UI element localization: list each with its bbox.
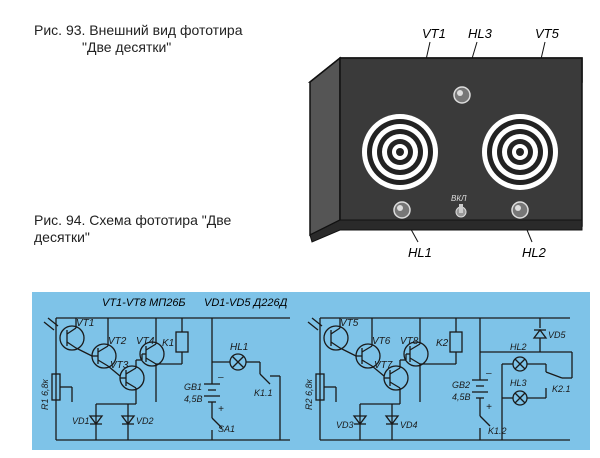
figure-94-caption: Рис. 94. Схема фототира "Две десятки": [34, 212, 294, 246]
schematic-header-diodes: VD1-VD5 Д226Д: [204, 297, 288, 309]
figure-93-caption-line2: "Две десятки": [82, 39, 172, 55]
lbl-plus-1: +: [218, 404, 224, 415]
schematic-header-transistors: VT1-VT8 МП26Б: [102, 297, 186, 309]
lbl-gb1: GB1: [184, 382, 202, 392]
lbl-vd4: VD4: [400, 420, 418, 430]
lbl-k2: K2: [436, 338, 449, 349]
lbl-r2: R2 6,8к: [304, 378, 314, 410]
lbl-vd1: VD1: [72, 416, 90, 426]
lbl-minus-1: –: [217, 372, 224, 383]
label-vt1: VT1: [422, 26, 446, 41]
lbl-gb2-v: 4,5В: [452, 392, 471, 402]
label-hl3: HL3: [468, 26, 493, 41]
power-switch[interactable]: [455, 204, 467, 218]
figure-94-caption-line1: Рис. 94. Схема фототира "Две: [34, 212, 232, 228]
lbl-vt8: VT8: [400, 336, 419, 347]
lbl-k21: K2.1: [552, 384, 571, 394]
lbl-sa1: SA1: [218, 424, 235, 434]
switch-label: ВКЛ: [451, 194, 467, 203]
lbl-vt7: VT7: [374, 360, 393, 371]
lbl-vt4: VT4: [136, 336, 155, 347]
lbl-gb2: GB2: [452, 380, 470, 390]
box-side-face: [309, 56, 341, 237]
lbl-k11: K1.1: [254, 388, 273, 398]
lbl-minus-2: –: [485, 368, 492, 379]
lbl-vd5: VD5: [548, 330, 567, 340]
figure-94-caption-line2: десятки": [34, 229, 90, 245]
right-circuit-labels: VT5 VT6 VT7 VT8 K2 VD5 HL2 HL3 R2 6,8к G…: [304, 318, 571, 436]
lbl-k1: K1: [162, 338, 174, 349]
lbl-plus-2: +: [486, 402, 492, 413]
lbl-r1: R1 6,8к: [40, 378, 50, 410]
lbl-gb1-v: 4,5В: [184, 394, 203, 404]
label-vt5: VT5: [535, 26, 560, 41]
lbl-vd2: VD2: [136, 416, 154, 426]
label-hl1: HL1: [408, 245, 432, 260]
lbl-vt1: VT1: [76, 318, 94, 329]
lamp-hl2-icon: [511, 201, 529, 219]
target-left: [362, 114, 438, 190]
lbl-vt6: VT6: [372, 336, 391, 347]
right-circuit: [307, 317, 573, 441]
lbl-vt5: VT5: [340, 318, 359, 329]
lamp-hl1-icon: [393, 201, 411, 219]
lbl-vd3: VD3: [336, 420, 354, 430]
lbl-vt2: VT2: [108, 336, 127, 347]
left-circuit-labels: VT1 VT2 VT3 VT4 K1 HL1 R1 6,8к GB1 4,5В …: [40, 318, 273, 434]
lbl-hl1: HL1: [230, 342, 248, 353]
left-circuit: [43, 317, 290, 441]
circuit-schematic: VT1-VT8 МП26Б VD1-VD5 Д226Д: [32, 292, 590, 450]
lbl-hl2: HL2: [510, 342, 527, 352]
lbl-k12: K1.2: [488, 426, 507, 436]
lbl-vt3: VT3: [110, 360, 129, 371]
label-hl2: HL2: [522, 245, 547, 260]
lbl-hl3: HL3: [510, 378, 527, 388]
figure-93-caption-line1: Рис. 93. Внешний вид фототира: [34, 22, 243, 38]
lamp-hl3-icon: [453, 86, 471, 104]
figure-93-caption: Рис. 93. Внешний вид фототира "Две десят…: [34, 22, 294, 56]
device-illustration: VT1 HL3 VT5 HL1 HL2: [307, 26, 583, 260]
target-right: [482, 114, 558, 190]
